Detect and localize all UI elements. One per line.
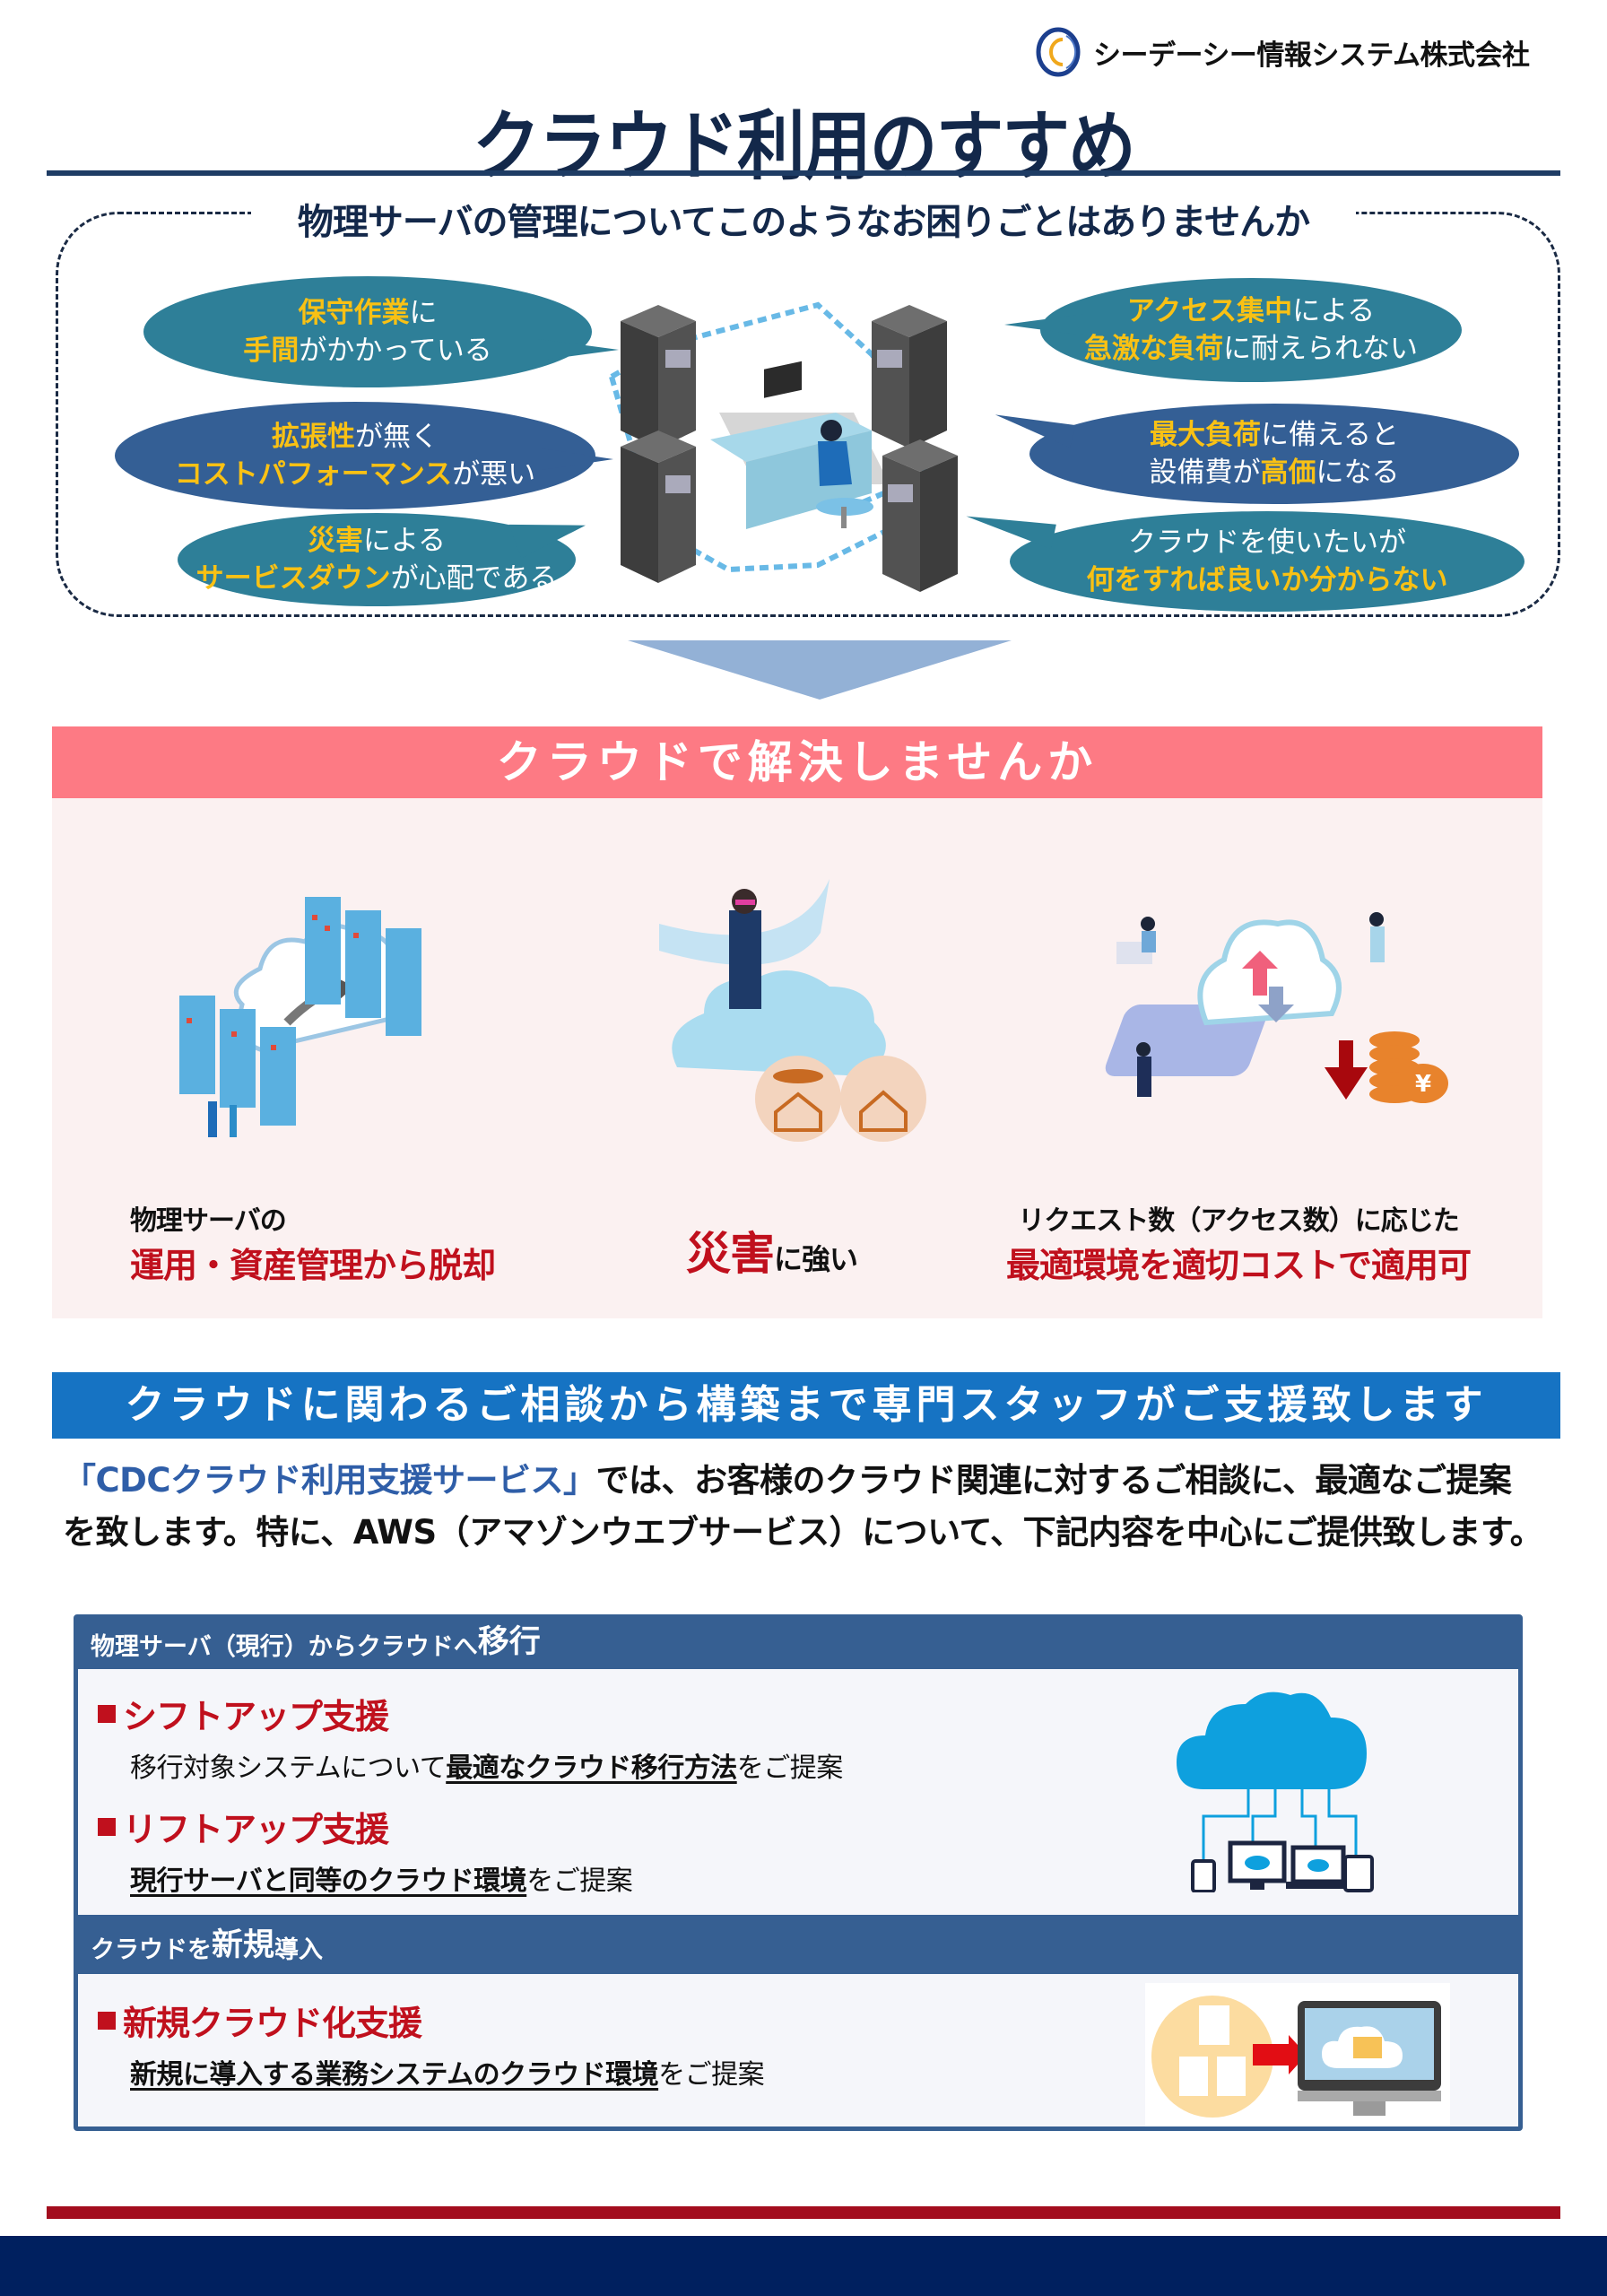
section-new-adoption-heading: クラウドを新規導入 <box>78 1915 1518 1974</box>
solution-item-cost-optimization: リクエスト数（アクセス数）に応じた 最適環境を適切コストで適用可 <box>1006 1205 1472 1285</box>
company-logo-icon <box>1036 27 1081 77</box>
problem-bubble-scalability: 拡張性が無く コストパフォーマンスが悪い <box>115 402 613 509</box>
cost-down-arrow-icon <box>1325 1040 1368 1100</box>
company-name: シーデーシー情報システム株式会社 <box>1093 39 1530 72</box>
transfer-arrow-icon <box>1253 2035 1307 2074</box>
bullet-square-icon <box>98 1704 116 1723</box>
bullet-square-icon <box>98 2011 116 2030</box>
problems-heading: 物理サーバの管理についてこのようなお困りごとはありませんか <box>251 197 1356 248</box>
title-divider <box>47 170 1560 176</box>
section-migration-heading: 物理サーバ（現行）からクラウドへ移行 <box>78 1619 1518 1669</box>
page-title: クラウド利用のすすめ <box>472 102 1136 190</box>
yen-icon: ¥ <box>1415 1071 1431 1098</box>
cost-optimized-cloud-illustration: ¥ <box>1105 912 1448 1103</box>
support-banner: クラウドに関わるご相談から構築まで専門スタッフがご支援致します <box>52 1372 1560 1439</box>
problem-bubble-disaster: 災害による サービスダウンが心配である <box>178 500 589 606</box>
down-arrow-icon <box>628 640 1012 700</box>
problem-bubble-peak-cost: 最大負荷に備えると 設備費が高価になる <box>992 404 1519 504</box>
footer-divider <box>47 2206 1560 2219</box>
problem-bubble-maintenance: 保守作業に 手間がかかっている <box>143 276 619 387</box>
service-shift-up: シフトアップ支援 移行対象システムについて最適なクラウド移行方法をご提案 <box>98 1689 843 1785</box>
solution-item-disaster: 災害に強い <box>686 1228 858 1280</box>
solution-item-asset-management: 物理サーバの 運用・資産管理から脱却 <box>130 1205 496 1285</box>
solution-banner: クラウドで解決しませんか <box>52 726 1542 798</box>
cloud-devices-illustration <box>1177 1692 1374 1892</box>
services-box: 物理サーバ（現行）からクラウドへ移行 シフトアップ支援 移行対象システムについて… <box>74 1614 1523 2131</box>
disaster-resilient-cloud-illustration <box>659 879 926 1142</box>
server-migration-to-cloud-illustration <box>179 897 421 1137</box>
server-rack-icon <box>621 305 696 448</box>
bullet-square-icon <box>98 1817 116 1836</box>
service-lift-up: リフトアップ支援 現行サーバと同等のクラウド環境をご提案 <box>98 1802 633 1898</box>
problem-bubble-access-spike: アクセス集中による 急激な負荷に耐えられない <box>1004 278 1462 382</box>
documents-to-cloud-illustration <box>1145 1983 1450 2126</box>
service-new-cloud: 新規クラウド化支援 新規に導入する業務システムのクラウド環境をご提案 <box>98 1996 765 2092</box>
support-intro-text: 「CDCクラウド利用支援サービス」では、お客様のクラウド関連に対するご相談に、最… <box>63 1461 1543 1552</box>
server-operator-illustration <box>609 301 958 592</box>
footer-bar <box>0 2236 1607 2296</box>
company-header: シーデーシー情報システム株式会社 <box>1036 27 1530 77</box>
service-name: 「CDCクラウド利用支援サービス」 <box>63 1461 596 1500</box>
problem-bubble-where-to-start: クラウドを使いたいが 何をすれば良いか分からない <box>963 505 1524 612</box>
